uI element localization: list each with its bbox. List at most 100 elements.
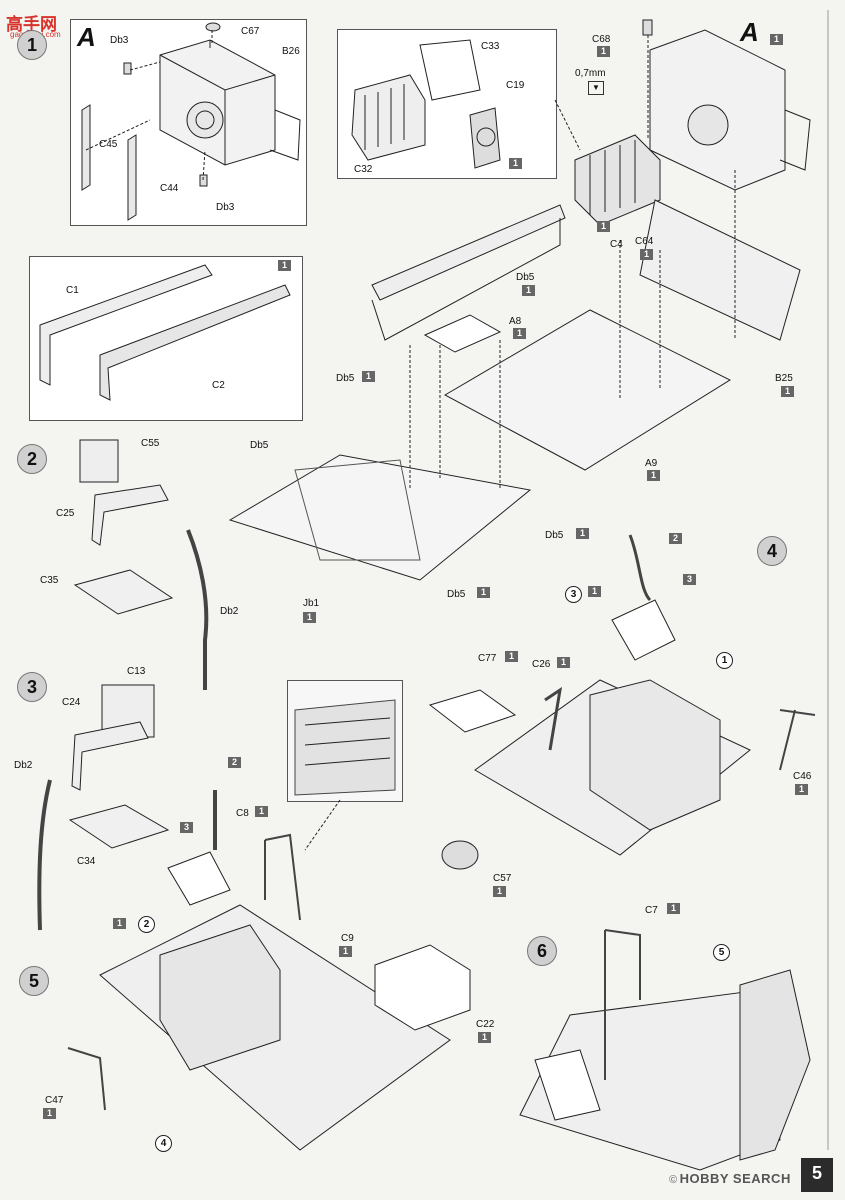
part-a8-drawing [423,314,502,353]
part-c25-drawing [91,484,169,546]
label-a8: A8 [509,316,522,327]
badge-c47: 1 [43,1108,56,1119]
label-db3-a: Db3 [110,35,129,46]
badge-c57: 1 [493,886,506,897]
part-c19-drawing [469,107,501,169]
step-number-2: 2 [17,444,47,474]
part-c32-drawing [351,74,426,161]
page-number: 5 [801,1158,833,1192]
label-c9: C9 [341,933,354,944]
label-c34: C34 [77,856,96,867]
part-c68-drawing [642,19,653,36]
badge-c26: 1 [557,657,570,668]
part-c33-drawing [419,39,481,101]
part-c35-drawing [73,569,174,615]
badge-db5-b: 1 [362,371,375,382]
panel-a-badge: 1 [770,34,783,45]
badge-c64: 1 [640,249,653,260]
label-c64: C64 [635,236,654,247]
step-number-1: 1 [17,30,47,60]
label-c24: C24 [62,697,81,708]
label-c46: C46 [793,771,812,782]
label-c7: C7 [645,905,658,916]
label-db5-d: Db5 [545,530,564,541]
step-number-6: 6 [527,936,557,966]
label-c35: C35 [40,575,59,586]
label-db5-b: Db5 [336,373,355,384]
panel-a-mark-left: A [77,22,96,52]
part-c44-drawing [127,134,137,221]
label-c26: C26 [532,659,551,670]
badge-3-step5: 3 [180,822,193,833]
label-jb1: Jb1 [303,598,320,609]
badge-a9: 1 [647,470,660,481]
label-c19: C19 [506,80,525,91]
part-db2-drawing-a [186,529,209,690]
label-c77: C77 [478,653,497,664]
part-c2-shaft [371,204,566,341]
label-db2-a: Db2 [220,606,239,617]
label-c22: C22 [476,1019,495,1030]
thickness-note: 0,7mm [575,68,606,79]
badge-c77: 1 [505,651,518,662]
watermark-right: ©HOBBY SEARCH [669,1171,791,1186]
panel-a-mark-right: A [740,17,759,47]
badge-c9: 1 [339,946,352,957]
label-c45: C45 [99,139,118,150]
part-b25-drawing [639,199,801,341]
label-c25: C25 [56,508,75,519]
part-c2-drawing [99,284,291,401]
label-c47: C47 [45,1095,64,1106]
label-c57: C57 [493,873,512,884]
part-a9-drawing [443,309,732,471]
label-db5-c: Db5 [250,440,269,451]
label-c32: C32 [354,164,373,175]
badge-engine: 1 [597,221,610,232]
badge-c19: 1 [509,158,522,169]
badge-3-step4: 3 [683,574,696,585]
part-db3-bottom [199,174,208,187]
badge-db5-d: 1 [576,528,589,539]
part-c55-drawing [79,439,119,483]
label-c44: C44 [160,183,179,194]
label-c68: C68 [592,34,611,45]
badge-c8: 1 [255,806,268,817]
thickness-arrow-icon: ▼ [588,81,604,95]
badge-step3-ref: 1 [588,586,601,597]
ref-step-2: 2 [138,916,155,933]
part-jb1-drawing [228,454,532,581]
badge-b25: 1 [781,386,794,397]
label-c4: C4 [610,239,623,250]
label-db2-b: Db2 [14,760,33,771]
label-c1: C1 [66,285,79,296]
step-number-5: 5 [19,966,49,996]
part-c34-drawing [68,804,170,849]
label-c55: C55 [141,438,160,449]
badge-db5-e: 1 [477,587,490,598]
badge-2-step5: 2 [228,757,241,768]
badge-c22: 1 [478,1032,491,1043]
label-c13: C13 [127,666,146,677]
badge-2-step4: 2 [669,533,682,544]
badge-walls: 1 [278,260,291,271]
watermark-logo-left: 高手网 [6,15,57,34]
label-c8: C8 [236,808,249,819]
step-number-3: 3 [17,672,47,702]
engine-assembly-drawing [574,134,661,226]
badge-c7: 1 [667,903,680,914]
label-b25: B25 [775,373,793,384]
ref-step-4: 4 [155,1135,172,1152]
part-c67-drawing [205,22,221,32]
label-db5-a: Db5 [516,272,535,283]
label-c67: C67 [241,26,260,37]
ref-step-5: 5 [713,944,730,961]
step5-assembly-drawing [67,790,471,1151]
step-number-4: 4 [757,536,787,566]
ref-step-3: 3 [565,586,582,603]
badge-db5-a: 1 [522,285,535,296]
label-b26: B26 [282,46,300,57]
step4-assembly-drawing [428,534,816,870]
badge-jb1: 1 [303,612,316,623]
